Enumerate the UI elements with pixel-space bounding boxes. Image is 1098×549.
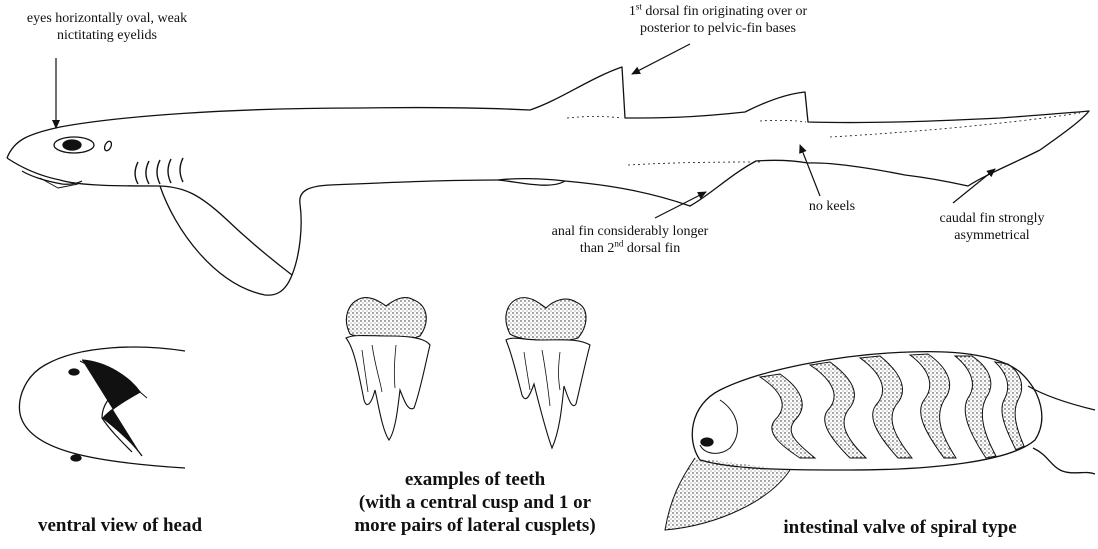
label-anal: anal fin considerably longer than 2nd do… [510, 223, 750, 257]
caudal-lower-lobe [808, 150, 1040, 186]
arrow-dorsal1 [632, 44, 690, 74]
label-dorsal1-line2: posterior to pelvic-fin bases [568, 20, 868, 37]
label-anal-line1: anal fin considerably longer [510, 223, 750, 240]
eye-pupil [63, 140, 81, 150]
arrow-caudal [953, 169, 995, 203]
label-caudal-line1: caudal fin strongly [912, 210, 1072, 227]
caption-teeth-line3: more pairs of lateral cusplets) [305, 514, 645, 537]
intestinal-valve [665, 352, 1095, 530]
label-anal-pre: than 2 [580, 241, 615, 256]
arrow-keels [800, 145, 820, 196]
label-keels: no keels [782, 198, 882, 215]
shark-upper-outline [7, 67, 1089, 158]
gill-slits [135, 158, 183, 184]
label-dorsal1: 1st dorsal fin originating over or poste… [568, 3, 868, 37]
label-eyes: eyes horizontally oval, weak nictitating… [2, 10, 212, 44]
caption-teeth: examples of teeth (with a central cusp a… [305, 468, 645, 537]
pelvic-fin [498, 180, 565, 185]
caption-teeth-line2: (with a central cusp and 1 or [305, 491, 645, 514]
caption-valve: intestinal valve of spiral type [730, 516, 1070, 539]
label-dorsal1-rest: dorsal fin originating over or [642, 4, 807, 19]
label-dorsal1-num: 1 [629, 4, 636, 19]
label-caudal-line2: asymmetrical [912, 227, 1072, 244]
anal-fin [498, 160, 808, 206]
label-eyes-line2: nictitating eyelids [2, 27, 212, 44]
label-caudal: caudal fin strongly asymmetrical [912, 210, 1072, 244]
spiral-folds [760, 354, 1024, 458]
tooth-right [506, 298, 590, 448]
label-anal-line2: than 2nd dorsal fin [510, 240, 750, 257]
caption-ventral-head: ventral view of head [0, 514, 240, 537]
arrow-anal [655, 192, 706, 218]
label-dorsal1-line1: 1st dorsal fin originating over or [568, 3, 868, 20]
label-anal-post: dorsal fin [623, 241, 680, 256]
spiracle [103, 140, 113, 152]
tooth-left [346, 297, 430, 440]
shark-lateral-view [7, 67, 1089, 295]
belly-outline [60, 180, 498, 275]
pectoral-fin [160, 186, 292, 295]
caption-teeth-line1: examples of teeth [305, 468, 645, 491]
ventral-head-view [19, 347, 185, 468]
label-eyes-line1: eyes horizontally oval, weak [2, 10, 212, 27]
